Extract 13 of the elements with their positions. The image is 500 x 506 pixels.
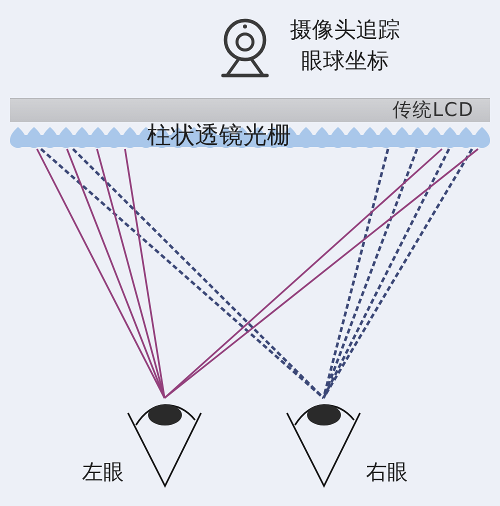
- light-ray: [96, 148, 166, 398]
- light-ray: [36, 148, 166, 398]
- panel-label: 传统LCD: [392, 100, 474, 121]
- eye-label: 右眼: [366, 460, 408, 484]
- light-ray: [322, 148, 390, 398]
- grating-label: 柱状透镜光栅: [147, 123, 291, 148]
- light-ray: [322, 148, 474, 399]
- light-ray: [124, 148, 166, 398]
- light-ray: [322, 148, 450, 399]
- camera-caption: 摄像头追踪眼球坐标: [289, 17, 401, 76]
- lcd-panel-band: [10, 98, 490, 122]
- light-ray: [66, 148, 166, 398]
- eye-label: 左眼: [82, 460, 124, 484]
